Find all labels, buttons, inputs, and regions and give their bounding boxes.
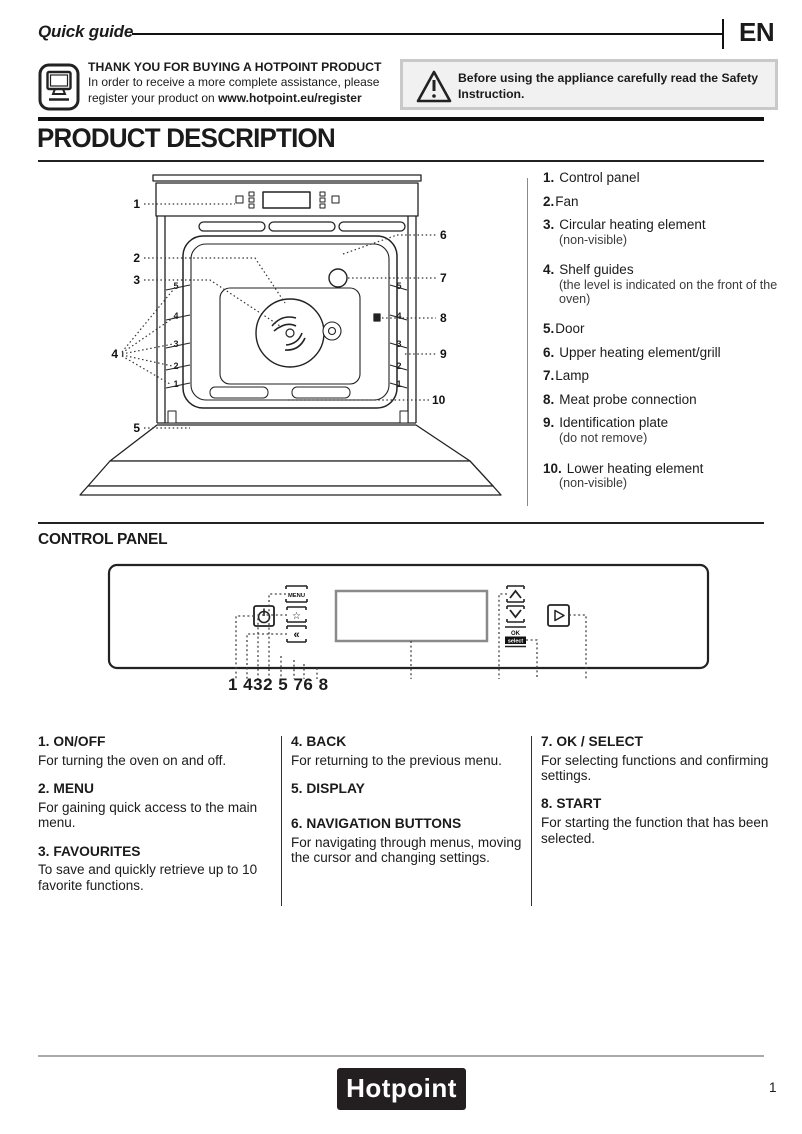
svg-text:4: 4 bbox=[111, 347, 118, 361]
page-title: Quick guide bbox=[38, 22, 134, 41]
list-item: 10.Lower heating element bbox=[543, 460, 704, 476]
lang-divider bbox=[722, 19, 724, 49]
item-heading: 4. BACK bbox=[291, 734, 347, 749]
thanks-line1: In order to receive a more complete assi… bbox=[88, 75, 380, 90]
shelf-level-numbers: 5 4 3 2 1 5 4 3 2 1 bbox=[173, 281, 401, 389]
svg-text:3: 3 bbox=[173, 339, 178, 349]
item-heading: 1. ON/OFF bbox=[38, 734, 106, 749]
page-number: 1 bbox=[769, 1080, 777, 1095]
svg-text:2: 2 bbox=[133, 251, 140, 265]
list-item: 3.Circular heating element bbox=[543, 217, 706, 233]
nav-up-button-icon bbox=[506, 585, 525, 603]
favourites-button-icon bbox=[286, 606, 307, 623]
product-description-title: PRODUCT DESCRIPTION bbox=[37, 123, 336, 153]
diagram-callouts: 1 2 3 4 5 6 7 8 9 10 bbox=[111, 197, 447, 435]
header-rule bbox=[132, 33, 722, 35]
column-divider bbox=[281, 736, 282, 906]
safety-warning-box: Before using the appliance carefully rea… bbox=[400, 59, 778, 110]
svg-text:5: 5 bbox=[133, 421, 140, 435]
list-item-note: (non-visible) bbox=[559, 476, 628, 491]
svg-text:4: 4 bbox=[173, 311, 178, 321]
safety-warning-text: Before using the appliance carefully rea… bbox=[458, 71, 759, 101]
warning-triangle-icon bbox=[415, 69, 453, 110]
svg-text:7: 7 bbox=[440, 271, 447, 285]
control-panel-title: CONTROL PANEL bbox=[38, 531, 168, 548]
control-panel-figure: MENU ☆ « OK select bbox=[107, 563, 710, 679]
list-item: 1.Control panel bbox=[543, 170, 640, 185]
oven-diagram: 5 4 3 2 1 5 4 3 2 1 1 2 3 4 5 6 7 8 9 10 bbox=[79, 174, 502, 496]
list-item: 9.Identification plate bbox=[543, 415, 669, 431]
svg-text:3: 3 bbox=[396, 339, 401, 349]
language-code: EN bbox=[739, 17, 775, 47]
svg-text:6: 6 bbox=[440, 228, 447, 242]
descriptions-column-2: 4. BACK For returning to the previous men… bbox=[291, 734, 523, 878]
nav-down-button-icon bbox=[506, 605, 525, 623]
svg-text:3: 3 bbox=[133, 273, 140, 287]
svg-text:MENU: MENU bbox=[288, 593, 305, 599]
list-item: 4.Shelf guides bbox=[543, 262, 634, 278]
item-heading: 2. MENU bbox=[38, 781, 94, 797]
list-item: 2.Fan bbox=[543, 193, 579, 209]
item-body: For starting the function that has been … bbox=[541, 815, 769, 846]
back-button-icon bbox=[286, 625, 307, 643]
ok-select-button-icon: OK select bbox=[505, 626, 526, 648]
list-item: 8.Meat probe connection bbox=[543, 391, 697, 407]
registration-note: THANK YOU FOR BUYING A HOTPOINT PRODUCT … bbox=[38, 60, 388, 111]
thanks-title: THANK YOU FOR BUYING A HOTPOINT PRODUCT bbox=[88, 60, 382, 74]
hotpoint-logo: Hotpoint bbox=[337, 1068, 466, 1110]
product-description-list: 1.Control panel 2.Fan 3.Circular heating… bbox=[543, 170, 795, 506]
item-body: For selecting functions and confirming s… bbox=[541, 752, 769, 784]
svg-text:1: 1 bbox=[133, 197, 140, 211]
list-item: 7.Lamp bbox=[543, 368, 590, 384]
item-body: For turning the oven on and off. bbox=[38, 752, 227, 768]
svg-text:5: 5 bbox=[396, 281, 401, 291]
list-item-note: (the level is indicated on the front of … bbox=[559, 277, 778, 306]
descriptions-column-1: 1. ON/OFF For turning the oven on and off… bbox=[38, 734, 281, 906]
item-heading: 6. NAVIGATION BUTTONS bbox=[291, 815, 462, 831]
list-item: 5.Door bbox=[543, 321, 585, 337]
section-rule-thin bbox=[38, 522, 764, 524]
svg-text:5: 5 bbox=[173, 281, 178, 291]
display-screen bbox=[334, 589, 489, 643]
item-body: For returning to the previous menu. bbox=[291, 752, 502, 768]
list-item: 6.Upper heating element/grill bbox=[543, 344, 721, 360]
panel-callout-leaders bbox=[235, 593, 587, 679]
footer-rule bbox=[38, 1055, 764, 1057]
item-body: For navigating through menus, moving the… bbox=[291, 834, 522, 865]
svg-text:«: « bbox=[293, 629, 299, 641]
callout-leaders bbox=[121, 203, 436, 429]
list-item-note: (do not remove) bbox=[559, 430, 648, 445]
item-heading: 8. START bbox=[541, 796, 602, 812]
item-body: To save and quickly retrieve up to 10 fa… bbox=[38, 862, 258, 893]
panel-callout-numbers: 1 432 5 76 8 bbox=[228, 675, 329, 694]
list-item-note: (non-visible) bbox=[559, 232, 628, 247]
svg-text:1: 1 bbox=[396, 379, 401, 389]
svg-text:9: 9 bbox=[440, 347, 447, 361]
thanks-line2: register your product on www.hotpoint.eu… bbox=[88, 90, 362, 105]
svg-text:4: 4 bbox=[396, 311, 401, 321]
svg-text:2: 2 bbox=[173, 361, 178, 371]
computer-icon bbox=[38, 63, 80, 116]
item-heading: 7. OK / SELECT bbox=[541, 734, 643, 749]
svg-text:OK: OK bbox=[511, 631, 521, 637]
item-heading: 3. FAVOURITES bbox=[38, 843, 141, 859]
svg-text:10: 10 bbox=[432, 393, 446, 407]
svg-text:8: 8 bbox=[440, 311, 447, 325]
svg-text:select: select bbox=[508, 639, 523, 645]
list-divider bbox=[527, 178, 528, 506]
svg-text:2: 2 bbox=[396, 361, 401, 371]
section-rule-thin bbox=[38, 160, 764, 162]
column-divider bbox=[531, 736, 532, 906]
section-rule-thick bbox=[38, 117, 764, 121]
item-heading: 5. DISPLAY bbox=[291, 781, 365, 797]
menu-button-icon bbox=[285, 585, 308, 603]
svg-text:1: 1 bbox=[173, 379, 178, 389]
item-body: For gaining quick access to the main men… bbox=[38, 799, 258, 831]
descriptions-column-3: 7. OK / SELECT For selecting functions an… bbox=[541, 734, 783, 859]
register-url: www.hotpoint.eu/register bbox=[218, 90, 362, 105]
svg-text:☆: ☆ bbox=[292, 611, 301, 622]
